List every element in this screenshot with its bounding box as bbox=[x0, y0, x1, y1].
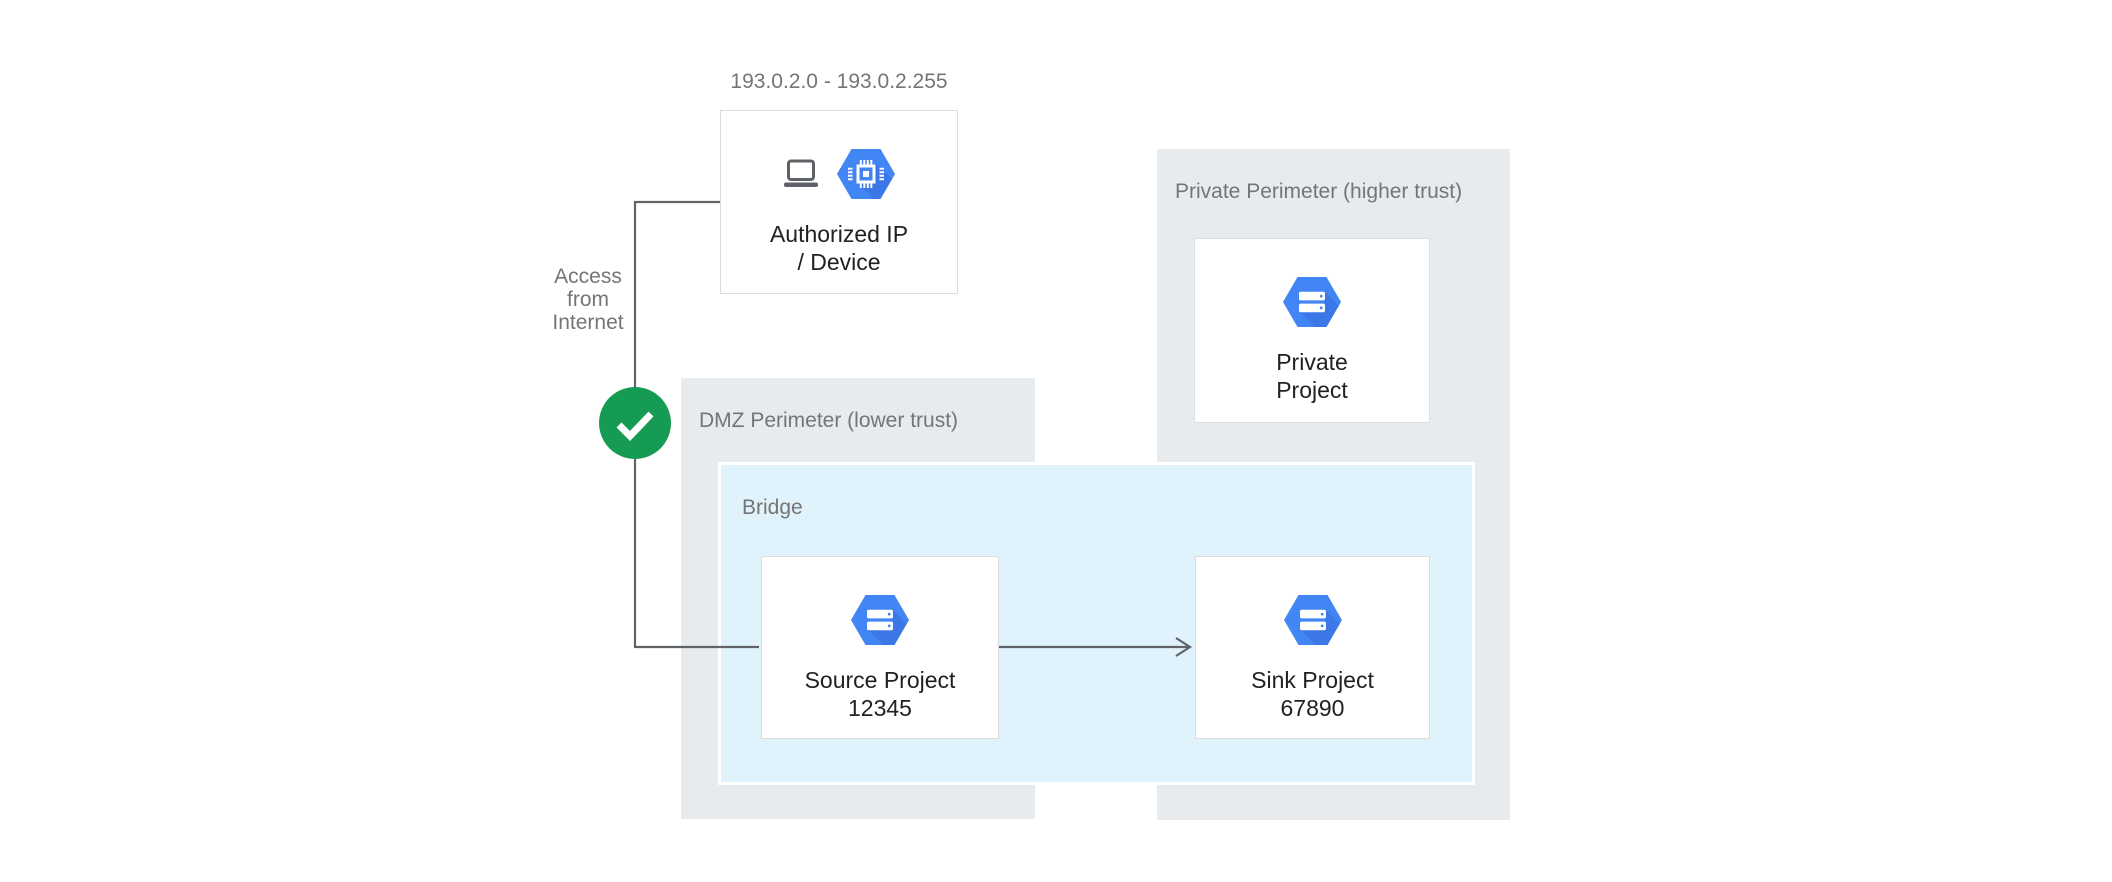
source-project-node: Source Project 12345 bbox=[761, 556, 999, 739]
authorized-node-label: Authorized IP / Device bbox=[770, 220, 908, 276]
access-from-internet-label: Access from Internet bbox=[552, 265, 624, 334]
sink-node-label-line2: 67890 bbox=[1280, 695, 1345, 721]
project-icon bbox=[851, 595, 909, 645]
dmz-perimeter-label: DMZ Perimeter (lower trust) bbox=[699, 409, 959, 432]
private-node-label: Private Project bbox=[1276, 348, 1348, 404]
laptop-icon bbox=[784, 159, 818, 187]
source-node-label-line2: 12345 bbox=[848, 695, 912, 721]
source-node-icons bbox=[851, 595, 909, 645]
authorized-node-label-line2: / Device bbox=[797, 249, 881, 275]
authorized-node-label-line1: Authorized IP bbox=[769, 221, 909, 247]
sink-node-label-line1: Sink Project bbox=[1251, 667, 1374, 693]
private-node-icons bbox=[1283, 277, 1341, 327]
sink-node-icons bbox=[1283, 595, 1342, 645]
private-perimeter-label: Private Perimeter (higher trust) bbox=[1175, 180, 1463, 203]
authorized-ip-device-node: Authorized IP / Device bbox=[720, 110, 958, 294]
authorized-node-icons bbox=[783, 149, 895, 199]
sink-project-node: Sink Project 67890 bbox=[1195, 556, 1430, 739]
ip-range-label: 193.0.2.0 - 193.0.2.255 bbox=[730, 70, 948, 93]
project-icon bbox=[1283, 595, 1342, 645]
project-icon bbox=[1283, 277, 1341, 327]
private-node-label-line2: Project bbox=[1276, 377, 1348, 403]
access-allowed-badge bbox=[599, 387, 671, 459]
source-node-label: Source Project 12345 bbox=[805, 666, 956, 722]
compute-engine-icon bbox=[837, 149, 895, 199]
source-node-label-line1: Source Project bbox=[804, 667, 956, 693]
check-icon bbox=[616, 411, 654, 442]
private-node-label-line1: Private bbox=[1276, 349, 1348, 375]
bridge-label: Bridge bbox=[742, 496, 803, 519]
private-project-node: Private Project bbox=[1194, 238, 1430, 423]
sink-node-label: Sink Project 67890 bbox=[1251, 666, 1374, 722]
